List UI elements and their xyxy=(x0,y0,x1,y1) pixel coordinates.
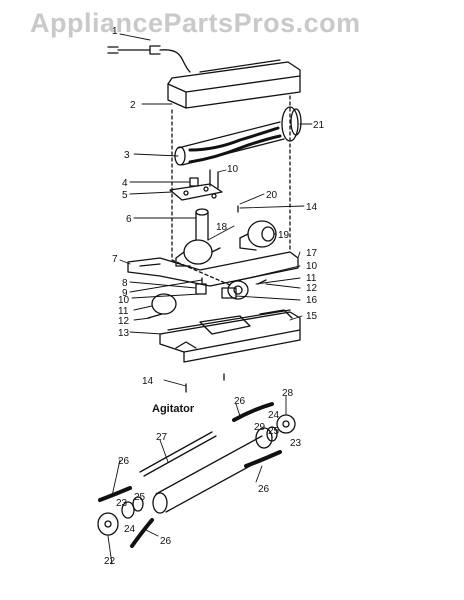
callout-12a: 12 xyxy=(306,283,318,294)
callout-6: 6 xyxy=(126,214,132,225)
fan-assembly xyxy=(175,239,221,267)
callout-26b: 26 xyxy=(118,456,130,467)
callout-22: 22 xyxy=(104,556,116,567)
callout-12b: 12 xyxy=(118,316,130,327)
leader-lines xyxy=(107,33,313,565)
callout-11a: 11 xyxy=(306,273,317,284)
callout-11b: 11 xyxy=(118,306,129,317)
callout-20: 20 xyxy=(266,190,278,201)
watermark: AppliancePartsPros.com xyxy=(30,8,361,38)
callout-26c: 26 xyxy=(258,484,270,495)
callout-27: 27 xyxy=(156,432,168,443)
callout-9: 9 xyxy=(122,288,128,299)
callout-2: 2 xyxy=(130,100,136,111)
callout-7: 7 xyxy=(112,254,118,265)
callout-4: 4 xyxy=(122,178,128,189)
callout-10c: 10 xyxy=(118,295,130,306)
callout-25b: 25 xyxy=(134,492,146,503)
housing-frame xyxy=(171,95,291,286)
callout-17: 17 xyxy=(306,248,318,259)
callout-28: 28 xyxy=(282,388,294,399)
callout-19: 19 xyxy=(278,230,290,241)
upper-housing xyxy=(127,251,299,287)
callout-5: 5 xyxy=(122,190,128,201)
callout-21: 21 xyxy=(313,120,325,131)
callout-26d: 26 xyxy=(160,536,172,547)
tube xyxy=(195,208,209,241)
screws xyxy=(189,169,239,213)
power-cord xyxy=(107,45,191,73)
callout-14b: 14 xyxy=(142,376,154,387)
left-wheel xyxy=(147,293,177,319)
callout-23a: 23 xyxy=(290,438,302,449)
handle-cover xyxy=(167,59,301,109)
end-cap xyxy=(281,106,302,142)
base-plate xyxy=(159,309,301,363)
callout-3: 3 xyxy=(124,150,130,161)
callout-10a: 10 xyxy=(227,164,239,175)
callout-10b: 10 xyxy=(306,261,318,272)
callout-24b: 24 xyxy=(124,524,136,535)
callout-16: 16 xyxy=(306,295,318,306)
callout-15: 15 xyxy=(306,311,318,322)
callout-23b: 23 xyxy=(116,498,128,509)
callout-14a: 14 xyxy=(306,202,318,213)
motor xyxy=(239,220,277,251)
agitator-title: Agitator xyxy=(152,403,195,415)
callout-labels: 1 2 3 21 4 10 5 20 14 6 18 19 7 17 10 8 … xyxy=(104,26,325,567)
agitator-assembly xyxy=(97,402,296,548)
callout-8: 8 xyxy=(122,278,128,289)
callout-29: 29 xyxy=(254,422,266,433)
callout-1: 1 xyxy=(112,26,118,37)
callout-24a: 24 xyxy=(268,410,280,421)
callout-13: 13 xyxy=(118,328,130,339)
callout-26a: 26 xyxy=(234,396,246,407)
small-parts xyxy=(195,277,267,300)
bracket-plate xyxy=(169,183,223,201)
callout-18: 18 xyxy=(216,222,228,233)
callout-25a: 25 xyxy=(268,426,280,437)
bottom-screws xyxy=(185,373,225,393)
brush-roll xyxy=(174,121,285,166)
